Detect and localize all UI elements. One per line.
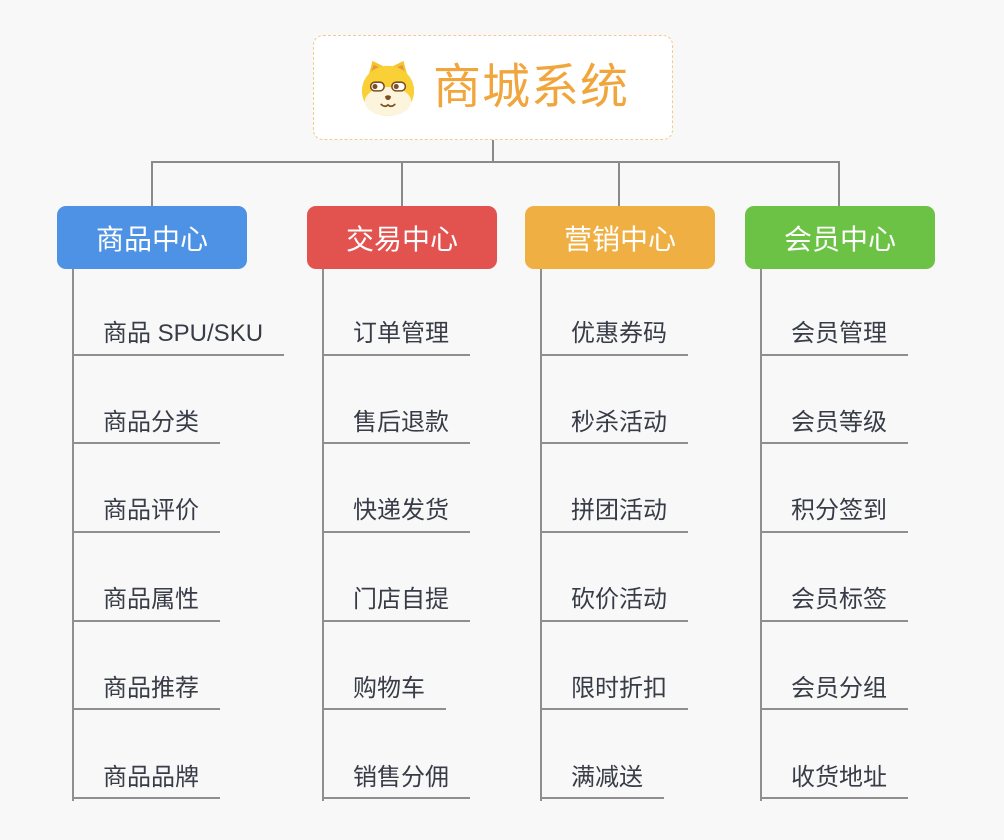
subtopic[interactable]: 拼团活动 <box>540 497 688 534</box>
subtopic-slot: 会员管理 <box>760 267 908 356</box>
subtopic[interactable]: 售后退款 <box>322 409 470 445</box>
subtopic[interactable]: 优惠券码 <box>540 320 688 356</box>
connector-drop-trade <box>401 161 403 207</box>
subtopic-slot: 收货地址 <box>760 710 908 800</box>
subtopic-slot: 砍价活动 <box>540 533 688 622</box>
subtopic-slot: 积分签到 <box>760 444 908 534</box>
subtopic-slot: 优惠券码 <box>540 267 688 356</box>
connector-drop-member <box>838 161 840 207</box>
subtopic[interactable]: 商品分类 <box>72 409 220 445</box>
subtopic[interactable]: 商品品牌 <box>72 764 220 800</box>
subtopic-slot: 销售分佣 <box>322 710 470 800</box>
subtopic-slot: 商品品牌 <box>72 710 284 800</box>
subtopic-slot: 门店自提 <box>322 533 470 622</box>
subtopic-slot: 购物车 <box>322 622 470 711</box>
subtopic[interactable]: 商品评价 <box>72 497 220 534</box>
branch-label: 会员中心 <box>783 223 896 255</box>
branch-label: 交易中心 <box>345 223 458 255</box>
subtopic[interactable]: 会员标签 <box>760 586 908 622</box>
subtopic-slot: 秒杀活动 <box>540 356 688 445</box>
branch-items-product: 商品 SPU/SKU 商品分类 商品评价 商品属性 商品推荐 商品品牌 <box>72 267 285 800</box>
subtopic-slot: 订单管理 <box>322 267 470 356</box>
subtopic-slot: 商品 SPU/SKU <box>72 267 285 356</box>
connector-drop-product <box>151 161 153 207</box>
subtopic[interactable]: 会员管理 <box>760 320 908 356</box>
subtopic[interactable]: 满减送 <box>540 764 664 800</box>
subtopic[interactable]: 限时折扣 <box>540 675 688 711</box>
subtopic[interactable]: 商品属性 <box>72 586 220 622</box>
branch-header-marketing[interactable]: 营销中心 <box>525 206 715 269</box>
connector-trunk <box>151 161 840 163</box>
branch-rail-member <box>760 269 762 801</box>
subtopic-slot: 商品推荐 <box>72 622 284 711</box>
subtopic[interactable]: 会员分组 <box>760 675 908 711</box>
subtopic[interactable]: 秒杀活动 <box>540 409 688 445</box>
branch-items-member: 会员管理 会员等级 积分签到 会员标签 会员分组 收货地址 <box>760 267 908 800</box>
subtopic[interactable]: 订单管理 <box>322 320 470 356</box>
branch-header-trade[interactable]: 交易中心 <box>307 206 497 269</box>
subtopic-slot: 满减送 <box>540 710 688 800</box>
connector-root-stub <box>492 140 494 163</box>
branch-header-member[interactable]: 会员中心 <box>745 206 935 269</box>
branch-items-trade: 订单管理 售后退款 快递发货 门店自提 购物车 销售分佣 <box>322 267 470 800</box>
subtopic[interactable]: 门店自提 <box>322 586 470 622</box>
subtopic-slot: 拼团活动 <box>540 444 688 534</box>
branch-header-product[interactable]: 商品中心 <box>57 206 247 269</box>
root-node[interactable]: 商城系统 <box>313 35 673 140</box>
branch-label: 营销中心 <box>563 223 676 255</box>
subtopic[interactable]: 积分签到 <box>760 497 908 534</box>
branch-label: 商品中心 <box>95 223 208 255</box>
branch-items-marketing: 优惠券码 秒杀活动 拼团活动 砍价活动 限时折扣 满减送 <box>540 267 688 800</box>
root-title: 商城系统 <box>432 60 629 114</box>
subtopic-slot: 限时折扣 <box>540 622 688 711</box>
subtopic-slot: 商品评价 <box>72 444 284 534</box>
subtopic[interactable]: 商品 SPU/SKU <box>72 320 285 356</box>
subtopic[interactable]: 会员等级 <box>760 409 908 445</box>
subtopic[interactable]: 购物车 <box>322 675 446 711</box>
subtopic-slot: 快递发货 <box>322 444 470 534</box>
subtopic-slot: 商品分类 <box>72 356 284 445</box>
branch-rail-product <box>72 269 74 801</box>
subtopic[interactable]: 收货地址 <box>760 764 908 800</box>
subtopic[interactable]: 砍价活动 <box>540 586 688 622</box>
branch-rail-marketing <box>540 269 542 801</box>
subtopic-slot: 售后退款 <box>322 356 470 445</box>
subtopic[interactable]: 快递发货 <box>322 497 470 534</box>
subtopic-slot: 会员标签 <box>760 533 908 622</box>
branch-rail-trade <box>322 269 324 801</box>
subtopic-slot: 会员等级 <box>760 356 908 445</box>
subtopic-slot: 会员分组 <box>760 622 908 711</box>
dog-face-icon <box>357 59 419 117</box>
connector-drop-marketing <box>618 161 620 207</box>
subtopic-slot: 商品属性 <box>72 533 284 622</box>
subtopic[interactable]: 销售分佣 <box>322 764 470 800</box>
subtopic[interactable]: 商品推荐 <box>72 675 220 711</box>
